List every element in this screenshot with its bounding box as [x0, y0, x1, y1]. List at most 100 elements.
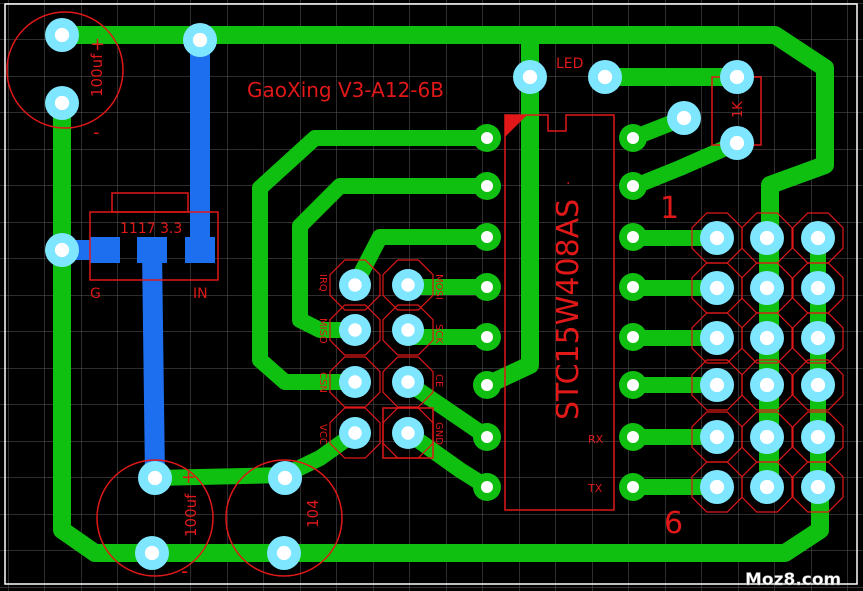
header-pad-2-2 — [801, 321, 835, 355]
header-pin1-label: 1 — [660, 191, 679, 226]
pad-cap-top-plus — [45, 18, 79, 52]
header-pad-1-0 — [700, 271, 734, 305]
chip-pin-right-6 — [619, 371, 647, 399]
header-pad-0-0 — [700, 221, 734, 255]
reg-pad-g — [90, 237, 120, 263]
regulator-pads — [90, 237, 215, 263]
chip-outline — [504, 114, 615, 511]
chip-dot: · — [566, 176, 570, 192]
pad-104-b — [267, 536, 301, 570]
chip-pin-left-7 — [473, 423, 501, 451]
header-pad-1-1 — [750, 271, 784, 305]
chip-pin-left-5 — [473, 323, 501, 351]
header-oct-5-2 — [792, 461, 844, 513]
header-oct-5-1 — [741, 461, 793, 513]
nrf-vcc-label: VCC — [317, 424, 328, 445]
trace-res-chip — [625, 135, 745, 195]
nrf-pad-0-0 — [339, 269, 371, 301]
chip-pin-right-3 — [619, 223, 647, 251]
pad-res-b — [720, 126, 754, 160]
pads — [45, 18, 835, 570]
pad-cap-top-minus — [45, 86, 79, 120]
regulator-in-label: IN — [193, 286, 208, 302]
header-pad-2-0 — [700, 321, 734, 355]
pad-res-a — [720, 60, 754, 94]
nrf-pad-1-0 — [339, 314, 371, 346]
trace-out — [141, 239, 166, 489]
nrf-pad-2-1 — [392, 366, 424, 398]
nrf-oct-2-1 — [382, 356, 434, 408]
trace-pin1-csn — [252, 130, 495, 390]
cap-104-outline — [225, 459, 343, 577]
chip-pin-left-8 — [473, 473, 501, 501]
pad-cap-bottom-plus — [138, 461, 172, 495]
header-pad-0-2 — [801, 221, 835, 255]
chip-pin-right-8 — [619, 473, 647, 501]
header-pad-3-2 — [801, 368, 835, 402]
chip-pin-right-5 — [619, 323, 647, 351]
cap-top-plus: + — [90, 34, 105, 55]
nrf-csn-label: CSN — [317, 372, 328, 393]
header-oct-3-2 — [792, 359, 844, 411]
header-oct-5-0 — [691, 461, 743, 513]
header-oct-3-0 — [691, 359, 743, 411]
chip-pin-right-4 — [619, 273, 647, 301]
nrf-irq-label: IRQ — [317, 274, 328, 292]
nrf-pad-3-1 — [392, 417, 424, 449]
pad-aux — [667, 101, 701, 135]
led-label: LED — [556, 56, 583, 72]
cap-top-minus: - — [93, 122, 100, 143]
resistor-label: 1K — [731, 101, 746, 118]
chip-pin-right-1 — [619, 124, 647, 152]
cap-bottom-plus: + — [181, 467, 196, 488]
chip-label: STC15W408AS — [551, 199, 586, 420]
header-pad-5-0 — [700, 470, 734, 504]
chip-pin-right-2 — [619, 172, 647, 200]
reg-pad-out — [137, 237, 167, 263]
trace-pin7-ce — [400, 375, 495, 445]
nrf-sck-label: SCK — [433, 324, 444, 344]
cap-104-value: 104 — [304, 499, 322, 528]
cap-top-outline — [6, 11, 124, 129]
regulator-label: 1117 3.3 — [120, 221, 182, 237]
regulator-tab — [111, 192, 189, 213]
pad-octagons — [329, 212, 844, 513]
nrf-oct-3-0 — [329, 407, 381, 459]
pad-led-a — [513, 60, 547, 94]
header-pin6-label: 6 — [664, 506, 683, 541]
reg-pad-in — [185, 237, 215, 263]
nrf-oct-0-0 — [329, 259, 381, 311]
nrf-gnd-label: GND — [433, 422, 444, 445]
chip-pin-left-6 — [473, 371, 501, 399]
regulator-g-label: G — [90, 286, 101, 302]
chip-pin1-marker — [505, 115, 527, 137]
tx-label: TX — [587, 482, 603, 495]
pad-cap-bottom-minus — [135, 536, 169, 570]
pad-led-b — [588, 60, 622, 94]
board-outline — [4, 3, 858, 585]
header-pad-2-1 — [750, 321, 784, 355]
cap-bottom-outline — [96, 459, 214, 577]
nrf-pad-3-0 — [339, 417, 371, 449]
board-title: GaoXing V3-A12-6B — [247, 78, 444, 102]
header-pad-1-2 — [801, 271, 835, 305]
header-oct-3-1 — [741, 359, 793, 411]
pad-104-a — [268, 461, 302, 495]
header-pad-5-2 — [801, 470, 835, 504]
cap-top-value: 100uf — [88, 53, 106, 97]
chip-pin-left-1 — [473, 124, 501, 152]
nrf-pad-2-0 — [339, 366, 371, 398]
nrf-pad-0-1 — [392, 269, 424, 301]
chip-pin-left-2 — [473, 172, 501, 200]
header-oct-2-2 — [792, 312, 844, 364]
chip-pin-left-4 — [473, 273, 501, 301]
cap-bottom-value: 100uf — [182, 493, 200, 537]
nrf-oct-1-0 — [329, 304, 381, 356]
nrf-mosi-label: MOSI — [433, 274, 444, 300]
nrf-pad-1-1 — [392, 314, 424, 346]
trace-gnd-left — [53, 94, 829, 562]
header-pad-4-0 — [700, 420, 734, 454]
chip-pin-left-3 — [473, 223, 501, 251]
nrf-oct-2-0 — [329, 356, 381, 408]
